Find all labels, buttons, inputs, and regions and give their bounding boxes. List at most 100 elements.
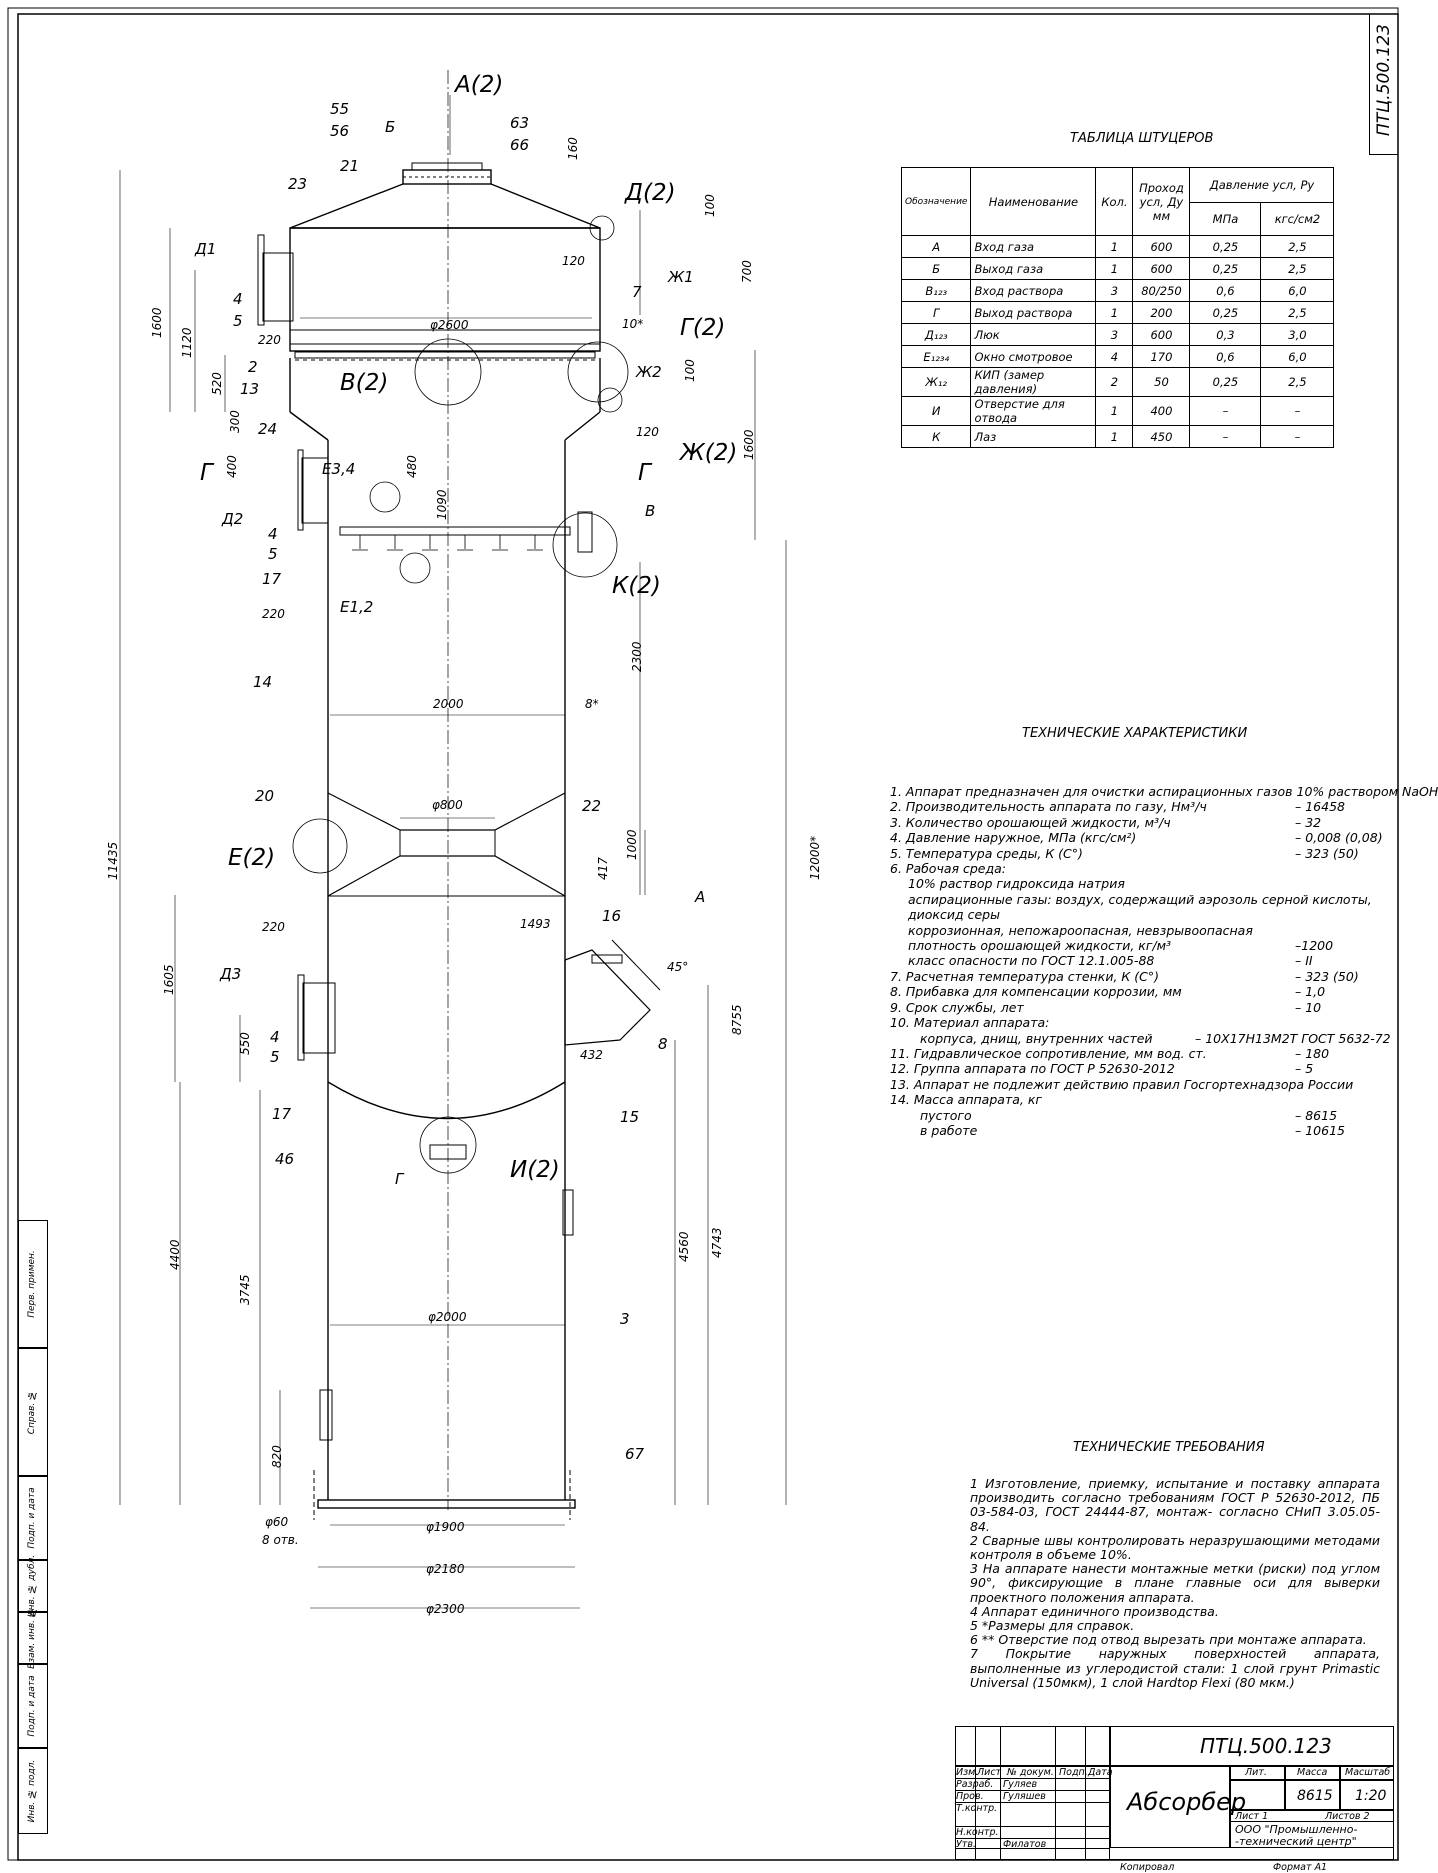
side-strip-cell: Инв. № подл. <box>18 1748 48 1834</box>
tb-podp: Подп. <box>1059 1767 1088 1778</box>
dim-4400: 4400 <box>168 1239 182 1270</box>
label-zh2: Ж2 <box>636 363 662 381</box>
title-block: Изм. Лист № докум. Подп. Дата Разраб. Гу… <box>955 1726 1394 1873</box>
tech-char-line: пустого– 8615 <box>890 1108 1385 1123</box>
tech-req-item: 1 Изготовление, приемку, испытание и пос… <box>970 1476 1380 1534</box>
tb-mass: 8615 <box>1297 1788 1333 1804</box>
dim-2000: 2000 <box>433 697 464 711</box>
tech-char-line: диоксид серы <box>890 907 1385 922</box>
tb-number: ПТЦ.500.123 <box>1200 1734 1332 1758</box>
nozzle-qty: 3 <box>1095 323 1134 346</box>
nozzle-designation: Ж₁₂ <box>900 367 972 397</box>
label-23: 23 <box>288 175 308 193</box>
label-21: 21 <box>340 157 360 175</box>
tb-docnum: № докум. <box>1007 1767 1054 1778</box>
nozzle-mpa: 0,6 <box>1189 279 1262 302</box>
label-d2: Д2 <box>222 510 244 528</box>
label-15: 15 <box>620 1108 640 1126</box>
label-4a: 4 <box>233 290 243 308</box>
nozzle-table: Обозначение Наименование Кол. Проход усл… <box>900 167 1335 448</box>
nozzle-designation: К <box>900 425 972 448</box>
nozzle-mpa: 0,25 <box>1189 235 1262 258</box>
tech-char-text: диоксид серы <box>908 907 1000 923</box>
tech-char-line: 3. Количество орошающей жидкости, м³/ч– … <box>890 815 1385 830</box>
label-56: 56 <box>330 122 350 140</box>
label-17a: 17 <box>262 570 282 588</box>
label-5a: 5 <box>233 312 243 330</box>
label-13: 13 <box>240 380 260 398</box>
nozzle-passage: 600 <box>1132 323 1191 346</box>
dim-480: 480 <box>405 455 419 478</box>
label-b: Б <box>385 118 396 136</box>
dim-phi2180: φ2180 <box>426 1562 465 1576</box>
tech-char-line: коррозионная, непожароопасная, невзрывоо… <box>890 923 1385 938</box>
tech-char-value: – 0,008 (0,08) <box>1295 830 1383 846</box>
tb-lit: Лит. <box>1245 1767 1267 1778</box>
tb-utv: Утв. <box>956 1839 976 1850</box>
tb-prov-name: Гуляшев <box>1003 1791 1046 1802</box>
dim-8: 8* <box>585 697 599 711</box>
dim-820: 820 <box>270 1445 284 1468</box>
dim-1090: 1090 <box>435 489 449 520</box>
skirt-opening <box>319 1389 333 1441</box>
tech-char-line: в работе– 10615 <box>890 1123 1385 1138</box>
tech-req-list: 1 Изготовление, приемку, испытание и пос… <box>970 1476 1380 1690</box>
tech-char-line: 1. Аппарат предназначен для очистки аспи… <box>890 784 1438 799</box>
side-strip-label: Подп. и дата <box>27 1487 37 1549</box>
tech-char-text: 14. Масса аппарата, кг <box>890 1092 1042 1108</box>
nozzle-designation: И <box>900 396 972 426</box>
tech-char-value: – 5 <box>1295 1061 1314 1077</box>
lower-cone <box>289 411 601 441</box>
dim-11435: 11435 <box>106 841 120 880</box>
nozzle-kgs: 6,0 <box>1260 345 1335 368</box>
tb-sheet: Лист 1 <box>1235 1811 1269 1822</box>
label-67: 67 <box>625 1445 645 1463</box>
gas-inlet-a <box>564 949 651 1046</box>
label-7: 7 <box>632 283 642 301</box>
nozzle-qty: 3 <box>1095 279 1134 302</box>
tech-char-text: 1. Аппарат предназначен для очистки аспи… <box>890 784 1438 799</box>
tech-char-line: 2. Производительность аппарата по газу, … <box>890 799 1385 814</box>
col-name: Наименование <box>970 167 1097 236</box>
tech-char-value: – 16458 <box>1295 799 1345 815</box>
view-a2-label: А(2) <box>455 72 504 98</box>
label-8: 8 <box>658 1035 668 1053</box>
label-55: 55 <box>330 100 350 118</box>
manhole-d2 <box>301 457 329 524</box>
nozzle-kgs: 2,5 <box>1260 367 1335 397</box>
tb-sheets: Листов 2 <box>1325 1811 1370 1822</box>
dim-700: 700 <box>740 260 754 283</box>
col-kgs: кгс/см2 <box>1260 202 1335 236</box>
col-designation: Обозначение <box>900 167 972 236</box>
detail-circle-i <box>419 1116 477 1174</box>
tb-data: Дата <box>1088 1767 1113 1778</box>
tech-req-item: 4 Аппарат единичного производства. <box>970 1603 1219 1619</box>
label-16: 16 <box>602 907 622 925</box>
dim-1600a: 1600 <box>150 307 164 338</box>
tech-char-line: 6. Рабочая среда: <box>890 861 1385 876</box>
label-d3: Д3 <box>220 965 242 983</box>
tech-char-value: – 10 <box>1295 999 1322 1015</box>
col-passage: Проход усл, Ду мм <box>1132 167 1191 236</box>
tech-char-text: 10% раствор гидроксида натрия <box>908 876 1125 892</box>
dim-8755: 8755 <box>730 1004 744 1035</box>
tb-izm: Изм. <box>956 1767 979 1778</box>
nozzle-kgs: 3,0 <box>1260 323 1335 346</box>
nozzle-kgs: 6,0 <box>1260 279 1335 302</box>
dim-400: 400 <box>225 455 239 478</box>
side-strip-label: Подп. и дата <box>27 1675 37 1737</box>
dim-432: 432 <box>580 1048 603 1062</box>
nozzle-name: Люк <box>970 323 1097 346</box>
tb-kopiroval: Копировал <box>1120 1862 1175 1873</box>
nozzle-mpa: – <box>1189 425 1262 448</box>
nozzle-designation: А <box>900 235 972 258</box>
nozzle-qty: 1 <box>1095 301 1134 324</box>
label-46: 46 <box>275 1150 295 1168</box>
label-e2: Е(2) <box>228 845 276 871</box>
label-4c: 4 <box>270 1028 280 1046</box>
tech-char-text: 4. Давление наружное, МПа (кгс/см²) <box>890 830 1137 846</box>
tech-char-text: 6. Рабочая среда: <box>890 861 1007 877</box>
